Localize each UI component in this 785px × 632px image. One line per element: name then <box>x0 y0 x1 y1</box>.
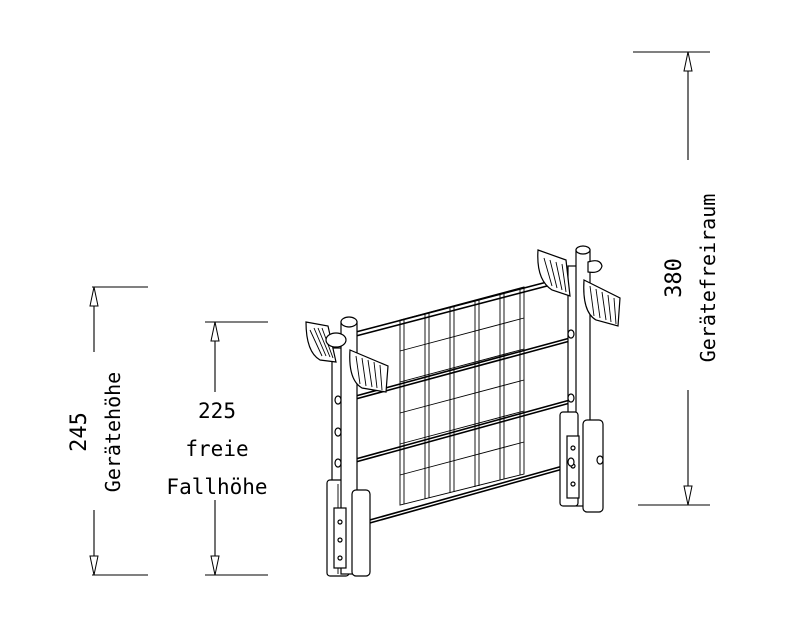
right-post-cap <box>575 245 591 255</box>
free-fall-label-line1: freie <box>185 437 248 461</box>
free-space-value: 380 <box>662 258 687 298</box>
arrow-down-icon <box>89 555 99 576</box>
right-front-sleeve <box>582 419 604 513</box>
free-fall-height-dimension: 225 freie Fallhöhe <box>166 321 268 576</box>
climbing-net-grid <box>399 286 525 506</box>
free-fall-label-line2: Fallhöhe <box>166 475 267 499</box>
equipment-height-label: Gerätehöhe <box>101 372 125 492</box>
arrow-down-icon <box>210 555 220 576</box>
arrow-up-icon <box>210 321 220 342</box>
left-front-sleeve <box>351 489 371 577</box>
arrow-up-icon <box>683 51 693 72</box>
right-handle-grip <box>583 279 621 327</box>
arrow-up-icon <box>89 286 99 307</box>
left-handle-bracket <box>305 321 337 363</box>
left-post-cap <box>340 316 358 328</box>
free-fall-value: 225 <box>198 399 236 423</box>
arrow-down-icon <box>683 485 693 506</box>
free-space-dimension: 380 Gerätefreiraum <box>633 51 720 506</box>
equipment-height-value: 245 <box>67 412 92 452</box>
right-handle-bracket <box>537 249 571 297</box>
climbing-net-equipment <box>305 245 621 577</box>
free-space-label: Gerätefreiraum <box>696 194 720 363</box>
horizontal-ropes <box>351 275 571 529</box>
equipment-height-dimension: 245 Gerätehöhe <box>67 286 148 576</box>
left-post-assembly <box>305 316 389 577</box>
right-post-assembly <box>537 245 621 513</box>
